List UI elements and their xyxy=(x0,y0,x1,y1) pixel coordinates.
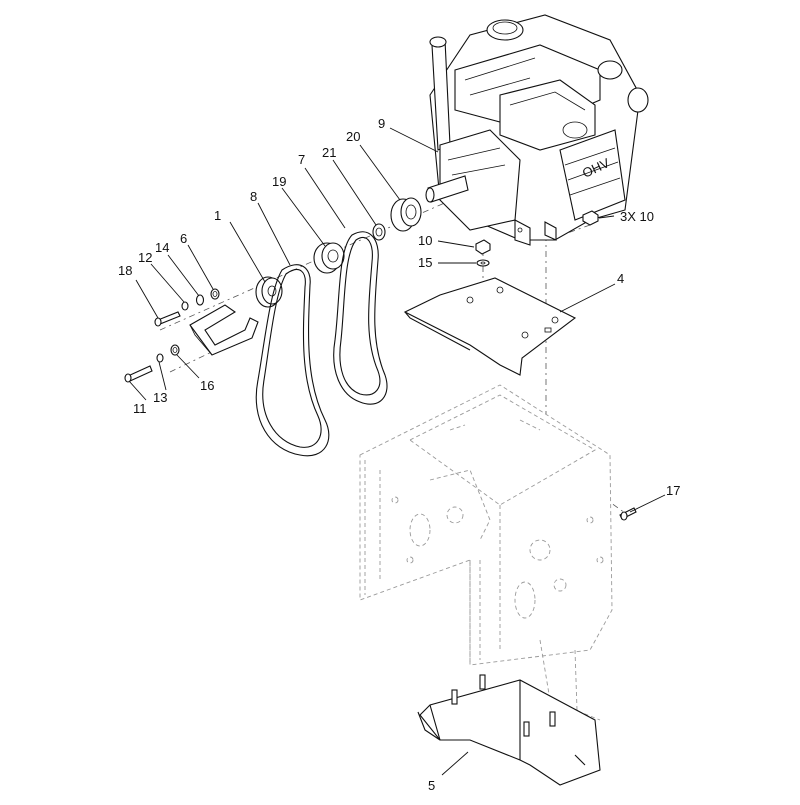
callout-5: 5 xyxy=(428,778,435,793)
callout-17: 17 xyxy=(666,483,680,498)
part-20-engine-pulley xyxy=(390,197,422,232)
callout-18: 18 xyxy=(118,263,132,278)
fasteners xyxy=(124,210,637,521)
callout-14: 14 xyxy=(155,240,169,255)
part-8-belt xyxy=(255,264,330,457)
frame-housing xyxy=(359,384,613,741)
callout-1: 1 xyxy=(214,208,221,223)
callout-8: 8 xyxy=(250,189,257,204)
callout-15: 15 xyxy=(418,255,432,270)
callout-10: 10 xyxy=(418,233,432,248)
callout-4: 4 xyxy=(617,271,624,286)
callout-9: 9 xyxy=(378,116,385,131)
callout-6: 6 xyxy=(180,231,187,246)
callout-21: 21 xyxy=(322,145,336,160)
part-21-spacer xyxy=(372,223,386,241)
engine: OHV xyxy=(425,14,649,246)
part-7-belt xyxy=(333,231,388,405)
callout-16: 16 xyxy=(200,378,214,393)
callout-11: 11 xyxy=(133,401,147,416)
part-5-lower-bracket xyxy=(417,674,601,786)
callout-7: 7 xyxy=(298,152,305,167)
part-1-idler-pulley xyxy=(255,276,283,308)
part-4-engine-plate xyxy=(403,277,577,376)
callout-20: 20 xyxy=(346,129,360,144)
callout-19: 19 xyxy=(272,174,286,189)
callouts: 1 4 5 6 7 8 9 10 3X 10 11 12 13 14 15 16… xyxy=(118,116,680,793)
callout-12: 12 xyxy=(138,250,152,265)
leader-lines xyxy=(128,127,666,776)
part-19-pulley xyxy=(313,242,345,274)
callout-13: 13 xyxy=(153,390,167,405)
callout-3x10: 3X 10 xyxy=(620,209,654,224)
idler-bracket xyxy=(189,304,259,356)
